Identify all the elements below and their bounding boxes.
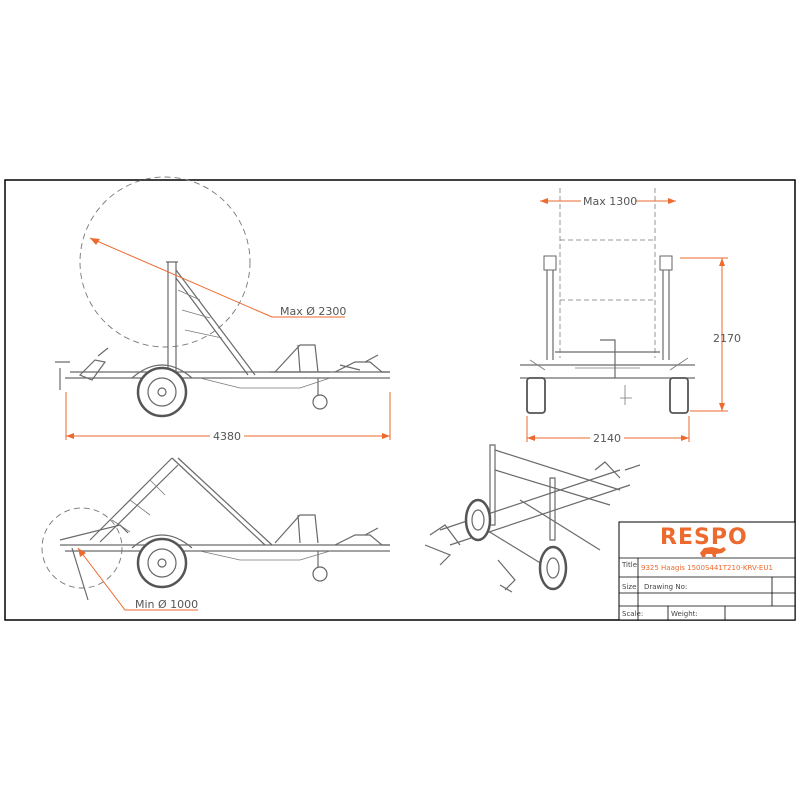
brand-logo: RESPO [660,525,748,550]
width-dimension [526,416,690,444]
side-view-loaded [55,176,390,418]
height-dimension [680,257,728,412]
weight-label: Weight: [671,610,698,618]
bull-logo-icon [700,547,726,557]
min-diameter-label: Min Ø 1000 [135,598,198,611]
max-diameter-leader [89,237,345,318]
title-block [618,521,796,621]
min-diameter-leader [77,547,198,611]
side-view-empty [41,457,390,601]
size-label: Size [622,583,636,591]
front-view [520,188,695,414]
max-reel-outline [79,176,251,348]
length-dimension [65,392,391,442]
isometric-view [424,444,641,593]
drawing-frame [4,179,796,621]
title-label: Title: [621,561,639,569]
min-reel-outline [41,507,123,589]
width-top-dimension [540,193,676,207]
length-label: 4380 [213,430,241,443]
title-value: 9325 Haagis 1500S441T210-KRV-EU1 [641,564,773,572]
scale-label: Scale: [622,610,643,618]
height-label: 2170 [713,332,741,345]
drawing-no-label: Drawing No: [644,583,687,591]
max-diameter-label: Max Ø 2300 [280,305,346,318]
width-top-label: Max 1300 [583,195,637,208]
width-label: 2140 [593,432,621,445]
